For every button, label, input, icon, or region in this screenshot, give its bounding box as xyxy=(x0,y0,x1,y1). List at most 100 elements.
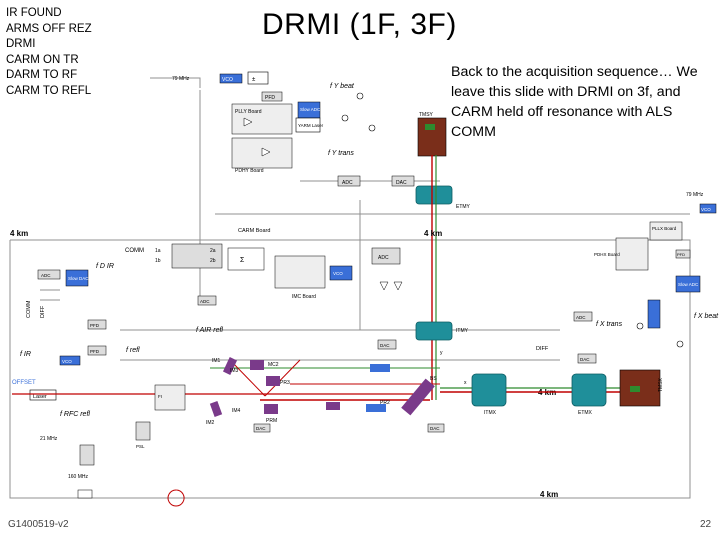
x-pdh-board-label: PDHX Board xyxy=(594,252,620,257)
faraday-label: FI xyxy=(158,394,162,399)
imc-adc-small-label: ADC xyxy=(200,299,210,304)
x-f-trans-label: f X trans xyxy=(596,321,623,328)
itmy-dac-label: DAC xyxy=(380,343,390,348)
y-f-trans-label: f Y trans xyxy=(328,150,354,157)
status-arms-off-rez: ARMS OFF REZ xyxy=(6,22,92,35)
x-pdh-board xyxy=(615,237,649,271)
x-freq-79: 79 MHz xyxy=(686,192,704,198)
left-pfd-1-label: PFD xyxy=(90,323,100,328)
imc-adc-label: ADC xyxy=(378,255,389,261)
y-pll-board-label: PLLY Board xyxy=(235,109,262,115)
x-photodiode-icon xyxy=(636,322,644,330)
comm-vertical-label: COMM xyxy=(26,300,32,318)
comm-label: COMM xyxy=(125,248,144,254)
y-mixer-icon xyxy=(356,92,364,100)
f-rfc-label: f RFC refl xyxy=(60,411,90,418)
carm-board xyxy=(171,243,223,269)
psl-label: PSL xyxy=(136,444,145,449)
x-f-beat-label: f X beat xyxy=(694,313,719,320)
left-pfd-2-label: PFD xyxy=(90,349,100,354)
status-darm-to-rf: DARM TO RF xyxy=(6,69,78,82)
beam-splitter xyxy=(401,378,435,416)
itmy-label: ITMY xyxy=(456,328,469,334)
left-bottom-block xyxy=(77,489,93,499)
pr3-label: PR3 xyxy=(280,380,290,386)
status-drmi: DRMI xyxy=(6,38,36,51)
carm-imc-region: CARM Board 1a 1b 2a 2b Σ IMC Board VCO A… xyxy=(126,228,403,354)
etmx-label: ETMX xyxy=(578,410,593,416)
mc1 xyxy=(222,357,238,375)
y-arm-table: 79 MHz VCO ± PFD PLLY Board Slow ADC YAR… xyxy=(172,71,471,210)
y-photodiode-icon xyxy=(341,114,349,122)
imc-diode-icons xyxy=(379,281,403,291)
x-mixer-icon xyxy=(676,340,684,348)
itmy-group: ITMY DAC xyxy=(377,321,469,350)
y-vco xyxy=(219,73,243,84)
bs-dac xyxy=(427,423,445,433)
imc-adc-small xyxy=(197,295,217,306)
mc2-label: MC2 xyxy=(268,362,279,368)
y-divider-label: ± xyxy=(252,77,256,83)
carm-board-label: CARM Board xyxy=(238,228,270,234)
bs-label: BS xyxy=(430,376,437,382)
itmy xyxy=(415,321,453,341)
etmy xyxy=(415,185,453,205)
f-ir-label: f IR xyxy=(20,351,31,358)
y-adc-label: ADC xyxy=(342,180,353,186)
im2-label: IM2 xyxy=(206,420,215,426)
bs-dac-label: DAC xyxy=(430,426,440,431)
left-vco-label: VCO xyxy=(62,359,72,364)
left-slow-dac xyxy=(65,269,89,287)
status-ir-found: IR FOUND xyxy=(6,7,62,19)
left-slow-dac-label: Slow DAC xyxy=(68,276,89,281)
f-air-label: f AIR refl xyxy=(196,327,223,334)
y-arm-beam xyxy=(431,155,437,400)
arm-length-bottom: 4 km xyxy=(540,490,558,499)
x-pll-board-label: PLLX Board xyxy=(652,226,677,231)
tmsy-green-laser xyxy=(425,124,435,130)
x-vco-label: VCO xyxy=(701,207,711,212)
y-arm-laser-label: YARM Laser xyxy=(298,123,324,128)
carm-sum-box xyxy=(227,247,265,271)
document-id: G1400519-v2 xyxy=(8,519,69,530)
x-laser-slow xyxy=(647,299,661,329)
x-pfd-label: PFD xyxy=(677,252,685,257)
carm-input-1b: 1b xyxy=(155,258,161,264)
diff-vertical-label: DIFF xyxy=(40,305,46,318)
x-dac-label: DAC xyxy=(580,357,590,362)
imc-adc xyxy=(371,247,401,265)
im4-label: IM4 xyxy=(232,408,241,414)
im3-label: IM3 xyxy=(230,368,239,374)
pr2-label: PR2 xyxy=(380,400,390,406)
left-pfd-2 xyxy=(87,345,107,356)
left-stack-block xyxy=(79,444,95,466)
x-adc xyxy=(573,311,593,322)
left-adc xyxy=(37,269,61,280)
prm-label: PRM xyxy=(266,418,277,424)
left-pfd-1 xyxy=(87,319,107,330)
sr2 xyxy=(370,364,390,372)
x-slow-adc xyxy=(675,275,701,293)
y-arm-laser xyxy=(295,117,321,133)
sr3 xyxy=(366,404,386,412)
y-f-beat-label: f Y beat xyxy=(330,83,355,90)
itmy-dac xyxy=(377,339,397,350)
x-arm: ITMX ETMX TMSX x y xyxy=(440,350,664,416)
x-pll-board xyxy=(649,221,683,241)
x-pfd xyxy=(675,249,691,259)
etmx xyxy=(571,373,607,407)
arm-cables xyxy=(9,77,691,499)
vertex-optics: FI PSL IM1 MC2 IM3 IM2 IM4 PRM PR3 PR2 B… xyxy=(12,357,445,449)
tmsy-label: TMSY xyxy=(419,112,434,118)
vertex-dac-label: DAC xyxy=(256,426,266,431)
itmx xyxy=(471,373,507,407)
left-freq-21: 21 MHz xyxy=(40,436,58,442)
etmy-label: ETMY xyxy=(456,204,471,210)
prm xyxy=(264,404,278,414)
x-vco xyxy=(699,203,717,214)
lock-status-list: IR FOUND ARMS OFF REZ DRMI CARM ON TR DA… xyxy=(6,6,92,100)
left-freq-160: 160 MHz xyxy=(68,474,89,480)
pr2 xyxy=(326,402,340,410)
status-carm-to-refl: CARM TO REFL xyxy=(6,84,92,97)
